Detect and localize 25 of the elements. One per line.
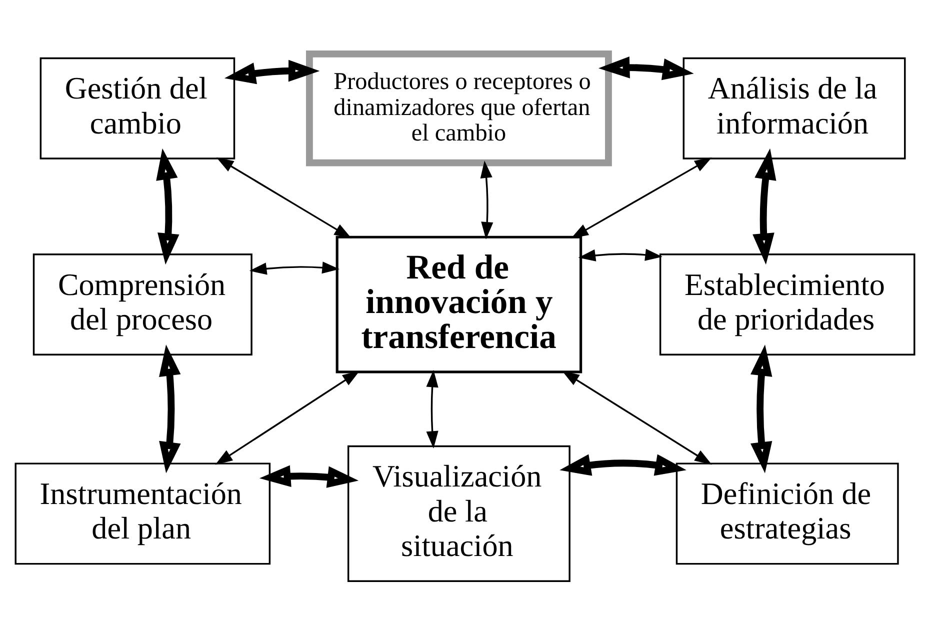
arrow: [249, 261, 340, 274]
arrow: [215, 370, 360, 464]
arrow: [598, 56, 694, 80]
arrow: [578, 248, 662, 261]
node-box: Comprensión del proceso: [32, 253, 252, 356]
node-box: Establecimiento de prioridades: [659, 253, 916, 356]
arrow: [216, 156, 352, 238]
arrow: [571, 156, 712, 238]
arrow: [426, 369, 438, 448]
node-box: Visualización de la situación: [347, 444, 570, 582]
arrow: [156, 148, 180, 264]
arrow: [480, 160, 494, 239]
arrow: [750, 344, 772, 473]
node-box: Análisis de la información: [682, 56, 906, 159]
node-box: Instrumentación del plan: [14, 462, 271, 564]
node-box: Productores o receptores o dinamizadores que ofertan el cambio: [306, 50, 612, 166]
node-box: Red de innovación y transferencia: [336, 235, 582, 373]
node-box: Gestión del cambio: [40, 56, 236, 159]
node-box: Definición de estrategias: [676, 462, 899, 564]
arrow: [562, 370, 712, 464]
arrow: [159, 344, 181, 473]
arrow: [560, 454, 686, 476]
arrow: [259, 464, 359, 488]
arrow: [752, 148, 776, 264]
arrow: [224, 59, 320, 84]
